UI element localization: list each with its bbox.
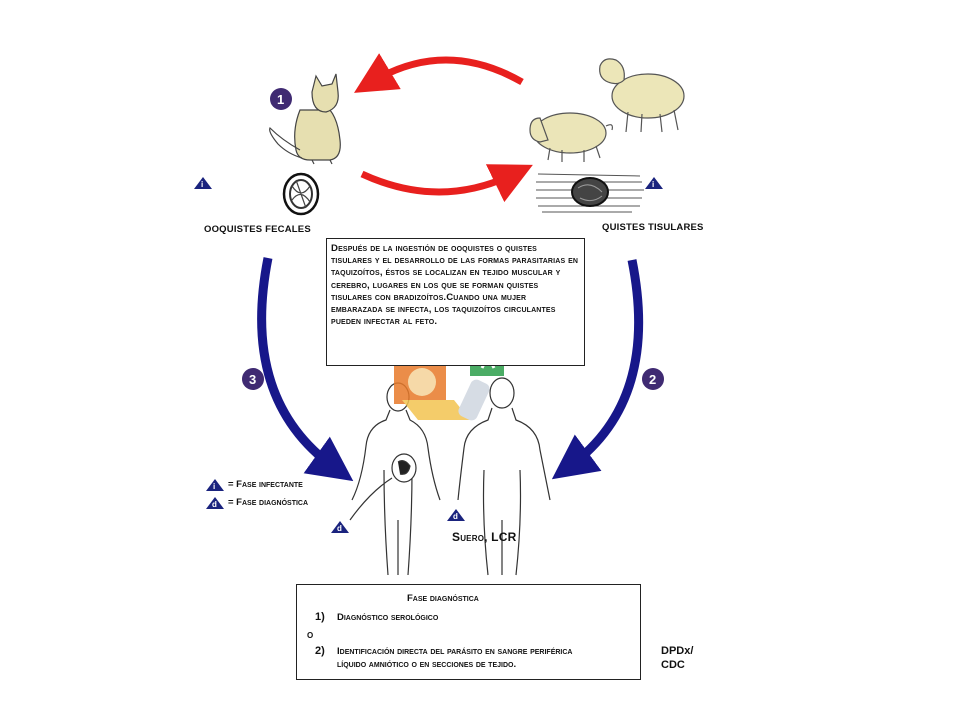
fecal-oocysts-label: OOQUISTES FECALES — [204, 224, 311, 235]
credit-line-1: DPDx/ — [661, 645, 694, 657]
diag-item1-num: 1) — [315, 611, 325, 623]
triangle-i-right-letter: i — [652, 180, 655, 189]
blue-arrow-left — [257, 257, 354, 482]
legend-diagnostic: = Fase diagnóstica — [228, 497, 308, 508]
tissue-cyst-illustration — [536, 173, 644, 213]
step-circle-1 — [270, 88, 292, 110]
diag-box-title: Fase diagnóstica — [407, 593, 479, 604]
step-circle-2 — [642, 368, 664, 390]
triangle-i-left-letter: i — [201, 180, 204, 189]
male-figure — [457, 377, 551, 576]
pig-illustration — [529, 112, 613, 162]
info-box-text: Después de la ingestión de ooquistes o q… — [331, 243, 579, 328]
diag-item2-num: 2) — [315, 645, 325, 657]
step-3-label: 3 — [249, 372, 257, 387]
fetus-pointer-line — [349, 477, 393, 521]
legend-diagnostic-label: = Fase diagnóstica — [228, 497, 309, 508]
legend-infective: = Fase infectante — [228, 479, 303, 490]
infective-triangle-left — [194, 177, 212, 189]
legend-d-letter: d — [212, 500, 217, 509]
legend-infective-triangle — [206, 479, 224, 491]
cat-illustration — [269, 73, 341, 165]
triangle-d-center-letter: d — [453, 512, 458, 521]
diagnostic-box: d Fase diagnóstica 1) Diagnóstico seroló… — [296, 584, 641, 680]
red-arrow-bottom — [360, 164, 533, 203]
oocyst-illustration — [282, 172, 320, 216]
legend-infective-label: = Fase infectante — [228, 479, 303, 490]
diag-or: o — [307, 629, 314, 641]
step-1-label: 1 — [277, 92, 285, 107]
legend-diagnostic-triangle — [206, 497, 224, 509]
sheep-illustration — [599, 58, 685, 133]
red-arrow-top — [354, 53, 524, 93]
diagnostic-triangle-left — [331, 521, 349, 533]
legend-i-letter: i — [213, 482, 216, 491]
diag-item2-line2: líquido amniótico o en secciones de teji… — [337, 659, 517, 670]
infective-triangle-right — [645, 177, 663, 189]
diag-box-d-letter: d — [383, 593, 388, 602]
blue-arrow-right — [551, 259, 644, 480]
info-box: Después de la ingestión de ooquistes o q… — [326, 238, 585, 366]
tissue-cysts-label: QUISTES TISULARES — [602, 222, 704, 233]
triangle-d-left-letter: d — [337, 524, 342, 533]
credit-line-2: CDC — [661, 659, 685, 671]
diag-item1: Diagnóstico serológico — [337, 612, 439, 623]
diagnostic-triangle-center — [447, 509, 465, 521]
credit: DPDx/ CDC — [661, 644, 693, 672]
step-circle-3 — [242, 368, 264, 390]
diag-item2-line1: Identificación directa del parásito en s… — [337, 646, 573, 657]
specimen-label: Suero, LCR — [452, 530, 517, 544]
step-2-label: 2 — [649, 372, 657, 387]
